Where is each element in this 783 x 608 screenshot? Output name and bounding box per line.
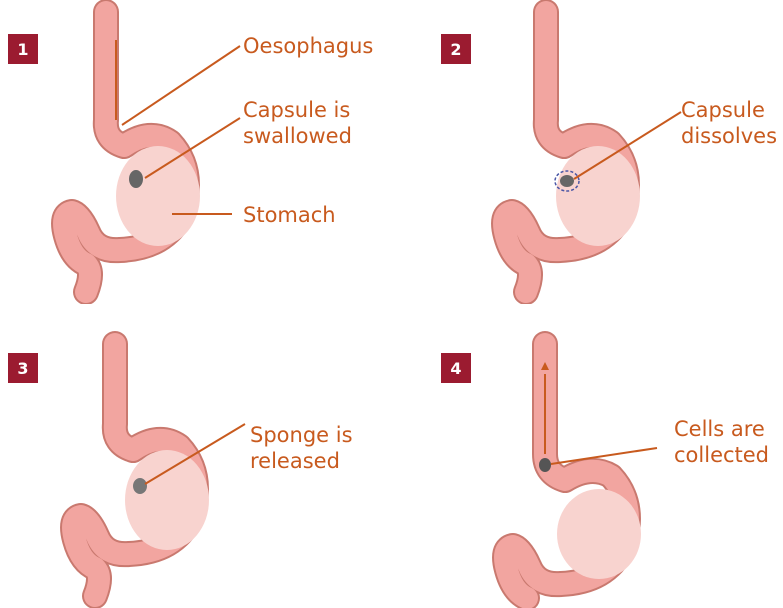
step-number-badge: 1 <box>8 34 38 64</box>
panel-2: 2 Capsule dissolves <box>391 0 782 304</box>
label-cells-collected: Cells are collected <box>674 416 769 468</box>
step-number-badge: 3 <box>8 353 38 383</box>
label-stomach: Stomach <box>243 202 336 228</box>
label-oesophagus: Oesophagus <box>243 33 373 59</box>
label-capsule-swallowed: Capsule is swallowed <box>243 97 352 149</box>
label-capsule-dissolves: Capsule dissolves <box>681 97 777 149</box>
panel-1: 1 Oesophagus Capsule is swallowed Stomac… <box>0 0 391 304</box>
panel-4: 4 Cells are collected <box>391 304 782 608</box>
label-sponge-released: Sponge is released <box>250 422 353 474</box>
step-number-badge: 2 <box>441 34 471 64</box>
panel-3: 3 Sponge is released <box>0 304 391 608</box>
step-number-badge: 4 <box>441 353 471 383</box>
